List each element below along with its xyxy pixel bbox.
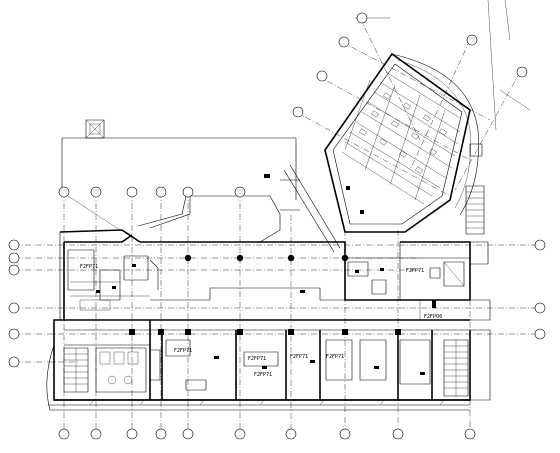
- room-label: F2FP71: [254, 372, 272, 378]
- exterior-walls: [47, 138, 470, 410]
- room-label: F2FP71: [406, 268, 424, 274]
- room-label: F2FP71: [80, 264, 98, 270]
- right-wing: [340, 242, 490, 320]
- room-label: F2FP71: [290, 354, 308, 360]
- roof-hatch: [86, 120, 104, 138]
- room-label: F2FP71: [326, 354, 344, 360]
- room-label: F2FP06: [424, 314, 442, 320]
- room-label: F2FP71: [174, 348, 192, 354]
- room-label: F2FP71: [248, 356, 266, 362]
- structural-columns: [129, 254, 401, 335]
- grid-bubbles: [9, 13, 545, 439]
- rotated-building-block: [325, 0, 530, 234]
- lower-rooms: [64, 320, 490, 405]
- equipment-marks: [96, 174, 436, 375]
- left-room-detail: [68, 250, 158, 310]
- room-tags: F2FP71 F2FP71 F2FP71 F2FP71 F2FP71 F2FP7…: [80, 264, 442, 378]
- grid-lines: [14, 18, 540, 430]
